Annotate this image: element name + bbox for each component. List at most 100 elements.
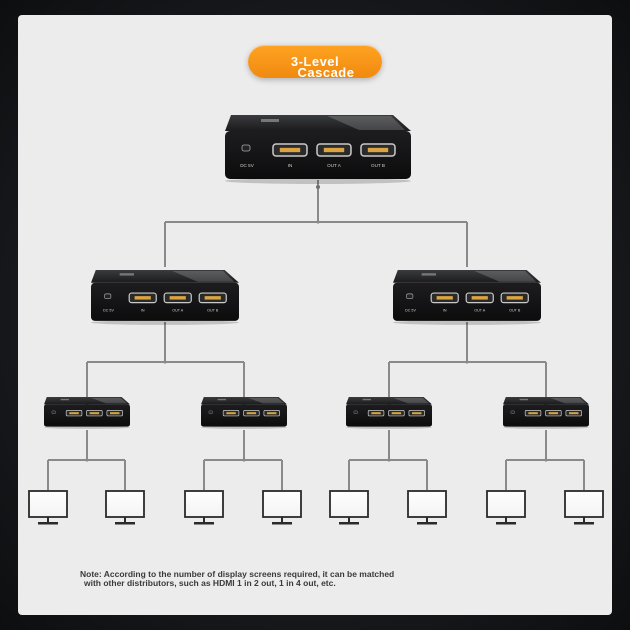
monitor-screen <box>28 490 68 518</box>
splitter-level-3-a <box>44 397 130 429</box>
monitor-icon-2 <box>105 490 145 525</box>
monitor-icon-4 <box>262 490 302 525</box>
device-shadow <box>91 320 239 325</box>
device-gloss <box>474 271 537 282</box>
monitor-icon-5 <box>329 490 369 525</box>
monitor-screen <box>105 490 145 518</box>
splitter-level-3-c <box>346 397 432 429</box>
monitor-screen <box>262 490 302 518</box>
hdmi-pins-icon <box>371 412 381 415</box>
label-out-b: OUT B <box>207 308 219 312</box>
device-shadow <box>225 178 411 184</box>
hdmi-pins-icon <box>569 412 579 415</box>
label-out-a: OUT A <box>172 308 183 312</box>
cascade-badge: 3-Level Cascade <box>248 45 382 80</box>
brand-logo-icon <box>519 398 528 401</box>
monitor-base <box>272 522 292 525</box>
monitor-icon-3 <box>184 490 224 525</box>
brand-logo-icon <box>60 398 69 401</box>
monitor-base <box>194 522 214 525</box>
hdmi-pins-icon <box>89 412 100 415</box>
hdmi-pins-icon <box>169 296 186 300</box>
note-line-1: Note: According to the number of display… <box>80 569 395 579</box>
brand-logo-icon <box>421 273 436 276</box>
monitor-screen <box>184 490 224 518</box>
hdmi-pins-icon <box>226 412 236 415</box>
monitor-screen <box>329 490 369 518</box>
monitor-base <box>417 522 437 525</box>
note-text: Note: According to the number of display… <box>80 570 500 588</box>
hdmi-pins-icon <box>391 412 402 415</box>
monitor-base <box>574 522 594 525</box>
monitor-icon-7 <box>486 490 526 525</box>
connector-joint <box>544 458 548 462</box>
brand-logo-icon <box>362 398 371 401</box>
splitter-level-3-d <box>503 397 589 429</box>
connector-joint <box>242 458 246 462</box>
hdmi-pins-icon <box>436 296 453 300</box>
power-port-icon <box>104 293 112 299</box>
label-out-a: OUT A <box>327 163 342 168</box>
hdmi-pins-icon <box>528 412 538 415</box>
hdmi-pins-icon <box>548 412 559 415</box>
device-shadow <box>503 426 589 429</box>
hdmi-pins-icon <box>69 412 79 415</box>
connector-joint <box>387 458 391 462</box>
hdmi-pins-icon <box>279 147 301 153</box>
label-power: DC 5V <box>103 308 114 312</box>
connector-joint <box>316 220 320 224</box>
hdmi-pins-icon <box>471 296 488 300</box>
connector-joint <box>465 360 469 364</box>
connector-joint <box>85 458 89 462</box>
monitor-base <box>496 522 516 525</box>
monitor-icon-8 <box>564 490 604 525</box>
device-gloss <box>327 116 405 130</box>
device-shadow <box>393 320 541 325</box>
label-power: DC 5V <box>240 163 254 168</box>
monitor-screen <box>486 490 526 518</box>
hdmi-pins-icon <box>412 412 422 415</box>
brand-logo-icon <box>261 119 279 122</box>
hdmi-pins-icon <box>110 412 120 415</box>
monitor-group <box>28 490 604 525</box>
device-gloss <box>393 398 430 404</box>
badge-line-2: Cascade <box>297 65 355 80</box>
hdmi-pins-icon <box>367 147 389 153</box>
label-out-b: OUT B <box>509 308 521 312</box>
monitor-base <box>115 522 135 525</box>
monitor-screen <box>407 490 447 518</box>
monitor-screen <box>564 490 604 518</box>
power-port-icon <box>241 144 251 152</box>
hdmi-pins-icon <box>204 296 221 300</box>
device-gloss <box>550 398 587 404</box>
label-in: IN <box>288 163 293 168</box>
monitor-icon-1 <box>28 490 68 525</box>
label-power: DC 5V <box>405 308 416 312</box>
hdmi-pins-icon <box>267 412 277 415</box>
label-out-a: OUT A <box>474 308 485 312</box>
brand-logo-icon <box>119 273 134 276</box>
power-port-icon <box>510 410 515 414</box>
label-in: IN <box>141 308 145 312</box>
connector-joint <box>163 360 167 364</box>
device-gloss <box>172 271 235 282</box>
hdmi-pins-icon <box>246 412 257 415</box>
device-gloss <box>248 398 285 404</box>
power-port-icon <box>353 410 358 414</box>
monitor-base <box>339 522 359 525</box>
brand-logo-icon <box>217 398 226 401</box>
splitter-level-3-b <box>201 397 287 429</box>
monitor-base <box>38 522 58 525</box>
device-shadow <box>346 426 432 429</box>
connector-end <box>316 185 320 189</box>
note-line-2: with other distributors, such as HDMI 1 … <box>84 578 336 588</box>
monitor-icon-6 <box>407 490 447 525</box>
connector-lines <box>47 180 585 490</box>
device-shadow <box>201 426 287 429</box>
hdmi-pins-icon <box>323 147 345 153</box>
power-port-icon <box>208 410 213 414</box>
